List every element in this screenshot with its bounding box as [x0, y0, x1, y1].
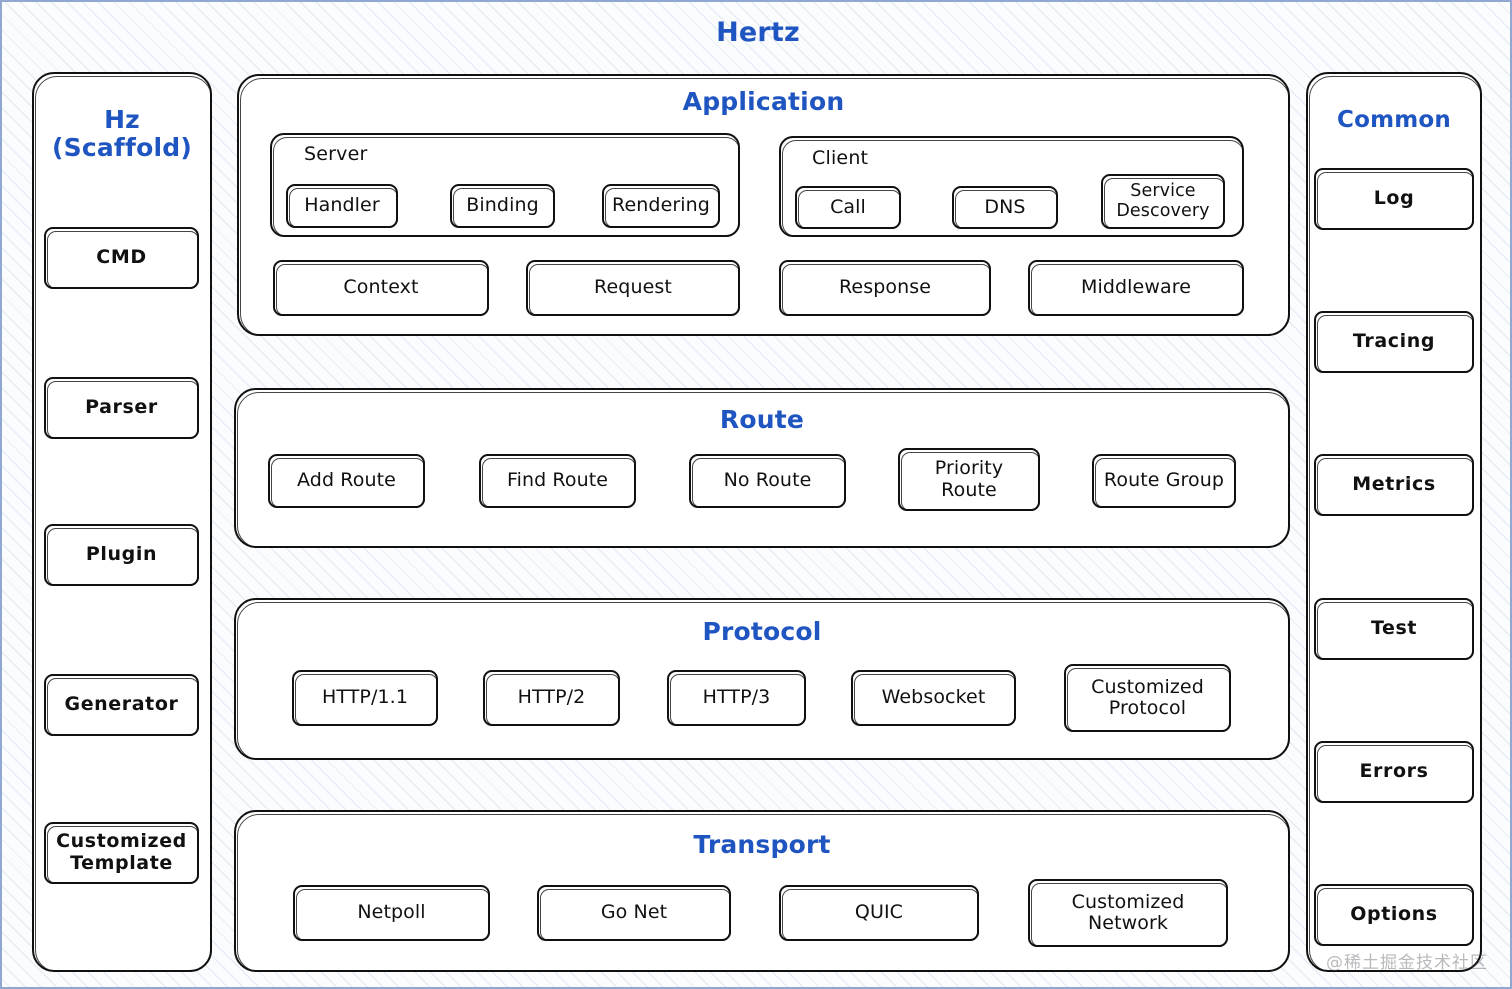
node-websocket[interactable]: Websocket — [851, 670, 1016, 726]
common-item-label: Options — [1350, 903, 1438, 926]
node-quic[interactable]: QUIC — [779, 885, 979, 941]
node-no-route[interactable]: No Route — [689, 454, 846, 508]
group-server-label: Server — [304, 143, 368, 165]
scaffold-item-label: Customized Template — [56, 830, 187, 874]
node-label: Response — [838, 276, 932, 299]
node-label: Add Route — [297, 469, 396, 492]
node-label: No Route — [723, 469, 812, 492]
node-label: Customized Protocol — [1091, 675, 1204, 719]
group-client-label: Client — [812, 147, 869, 169]
common-item-label: Errors — [1359, 760, 1429, 783]
scaffold-item-label: CMD — [96, 246, 147, 269]
node-label: HTTP/2 — [517, 686, 586, 709]
common-item-tracing[interactable]: Tracing — [1314, 311, 1474, 373]
node-label: QUIC — [854, 901, 904, 924]
node-label: Netpoll — [357, 901, 426, 924]
page-title: Hertz — [716, 17, 800, 48]
node-binding[interactable]: Binding — [450, 184, 555, 228]
scaffold-item-customized-template[interactable]: Customized Template — [44, 822, 199, 884]
watermark: @稀土掘金技术社区 — [1326, 953, 1488, 973]
node-customized-protocol[interactable]: Customized Protocol — [1064, 664, 1231, 732]
scaffold-item-cmd[interactable]: CMD — [44, 227, 199, 289]
node-label: Priority Route — [934, 457, 1004, 501]
node-label: Rendering — [612, 194, 710, 217]
node-middleware[interactable]: Middleware — [1028, 260, 1244, 316]
node-label: Websocket — [881, 686, 986, 709]
transport-title: Transport — [693, 830, 831, 859]
node-add-route[interactable]: Add Route — [268, 454, 425, 508]
node-label: Find Route — [506, 469, 609, 492]
node-http2[interactable]: HTTP/2 — [483, 670, 620, 726]
common-item-test[interactable]: Test — [1314, 598, 1474, 660]
node-label: Handler — [304, 194, 380, 217]
node-label: Service Descovery — [1116, 180, 1210, 221]
node-label: HTTP/3 — [702, 686, 771, 709]
scaffold-item-plugin[interactable]: Plugin — [44, 524, 199, 586]
scaffold-item-label: Plugin — [85, 543, 158, 566]
scaffold-item-parser[interactable]: Parser — [44, 377, 199, 439]
node-request[interactable]: Request — [526, 260, 740, 316]
node-label: Binding — [466, 194, 539, 217]
node-priority-route[interactable]: Priority Route — [898, 448, 1040, 511]
scaffold-item-generator[interactable]: Generator — [44, 674, 199, 736]
node-label: Route Group — [1103, 469, 1225, 492]
node-route-group[interactable]: Route Group — [1092, 454, 1236, 508]
node-label: Customized Network — [1071, 890, 1185, 934]
hz-scaffold-title: Hz (Scaffold) — [52, 105, 192, 162]
node-http11[interactable]: HTTP/1.1 — [292, 670, 438, 726]
node-dns[interactable]: DNS — [952, 186, 1058, 229]
node-label: Call — [830, 195, 866, 218]
node-label: DNS — [984, 195, 1026, 218]
node-rendering[interactable]: Rendering — [602, 184, 720, 228]
node-http3[interactable]: HTTP/3 — [667, 670, 806, 726]
node-label: Middleware — [1080, 276, 1192, 299]
common-item-metrics[interactable]: Metrics — [1314, 454, 1474, 516]
node-service-descovery[interactable]: Service Descovery — [1101, 174, 1225, 229]
node-customized-network[interactable]: Customized Network — [1028, 879, 1228, 947]
common-item-label: Log — [1373, 187, 1415, 210]
node-find-route[interactable]: Find Route — [479, 454, 636, 508]
node-handler[interactable]: Handler — [286, 184, 398, 228]
common-item-label: Test — [1370, 617, 1418, 640]
common-item-label: Metrics — [1352, 473, 1436, 496]
application-title: Application — [682, 87, 845, 116]
node-call[interactable]: Call — [795, 186, 901, 229]
node-netpoll[interactable]: Netpoll — [293, 885, 490, 941]
common-item-label: Tracing — [1352, 330, 1436, 353]
common-item-log[interactable]: Log — [1314, 168, 1474, 230]
common-item-errors[interactable]: Errors — [1314, 741, 1474, 803]
protocol-title: Protocol — [702, 617, 822, 646]
route-title: Route — [719, 405, 805, 434]
scaffold-item-label: Parser — [85, 396, 158, 419]
node-go-net[interactable]: Go Net — [537, 885, 731, 941]
node-context[interactable]: Context — [273, 260, 489, 316]
common-item-options[interactable]: Options — [1314, 884, 1474, 946]
node-label: Go Net — [600, 901, 668, 924]
node-response[interactable]: Response — [779, 260, 991, 316]
common-title: Common — [1337, 107, 1451, 133]
node-label: Context — [343, 276, 419, 299]
scaffold-item-label: Generator — [64, 693, 179, 716]
node-label: Request — [594, 276, 672, 299]
node-label: HTTP/1.1 — [321, 686, 409, 709]
